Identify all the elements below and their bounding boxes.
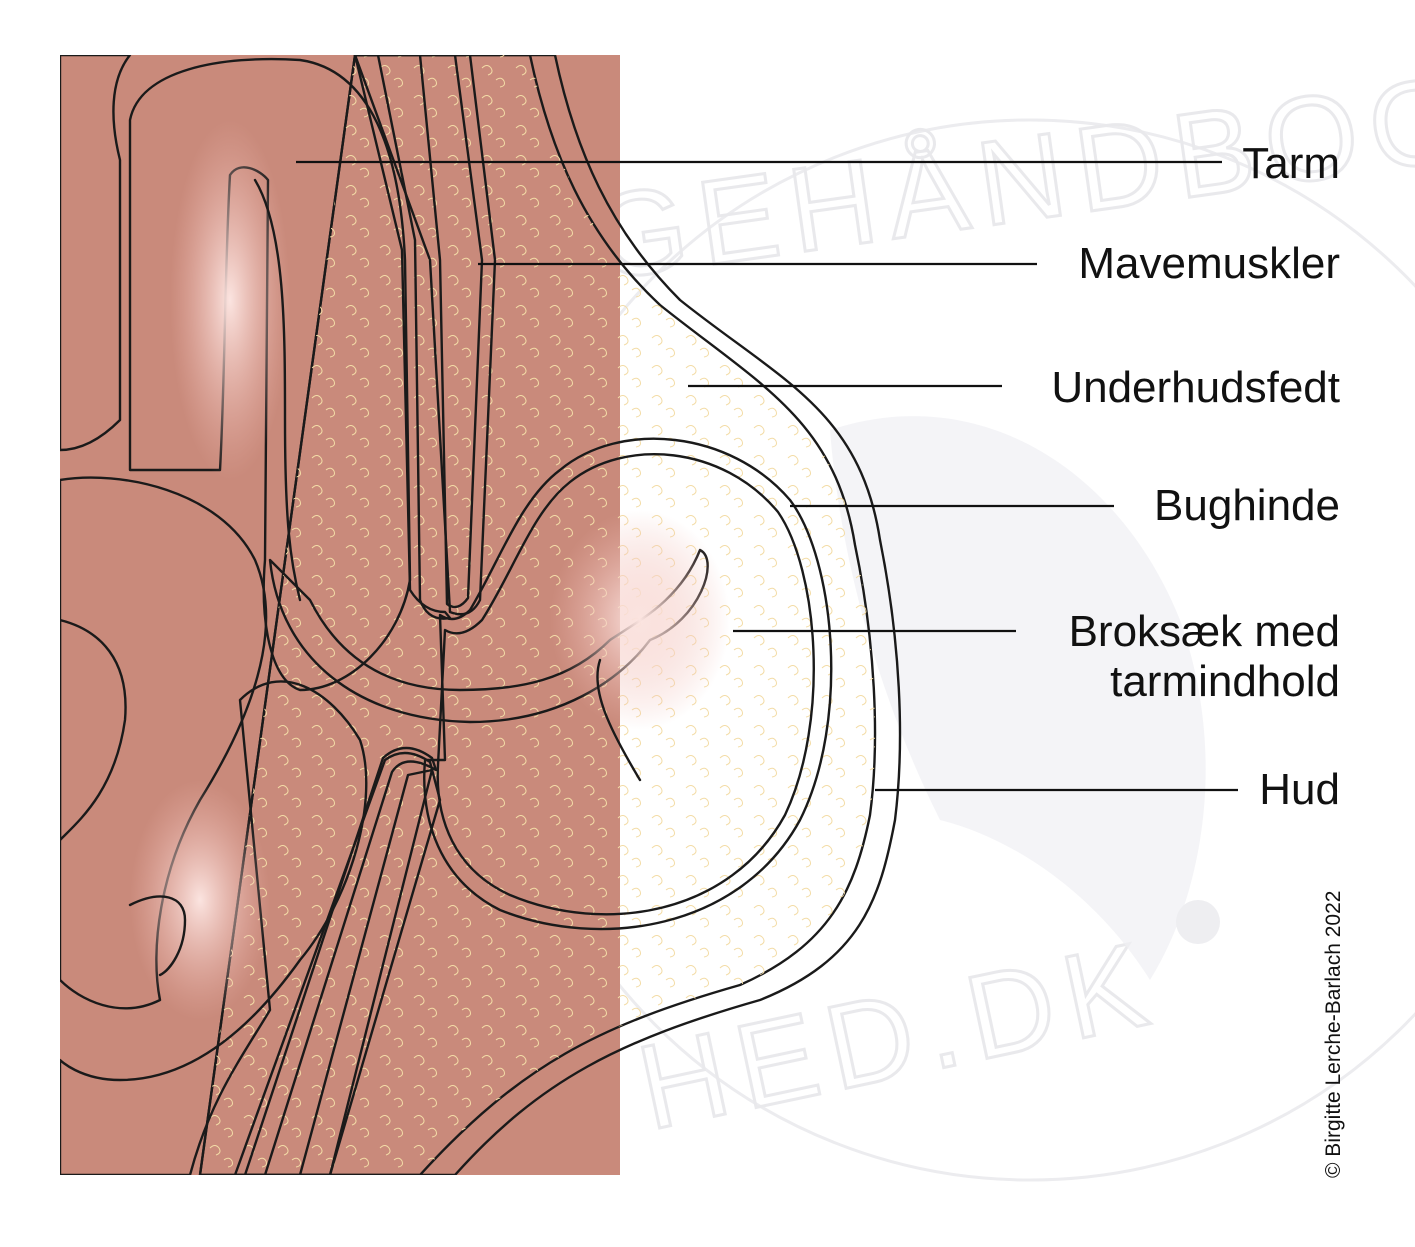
label-broksaek-line2: tarmindhold bbox=[1110, 657, 1340, 706]
intestine-upper-sheen bbox=[170, 120, 290, 480]
label-hud: Hud bbox=[1259, 765, 1340, 814]
label-broksaek-line1: Broksæk med bbox=[1069, 607, 1340, 656]
fascia-lower bbox=[233, 751, 442, 1175]
watermark-emblem bbox=[830, 416, 1206, 981]
leader-lines bbox=[296, 160, 1238, 792]
hernia-fold bbox=[596, 658, 642, 782]
intestine-left-middle bbox=[60, 476, 268, 1010]
hernia-sheen bbox=[550, 510, 730, 730]
peritoneum-lower bbox=[243, 746, 438, 1175]
label-underhudsfedt: Underhudsfedt bbox=[1051, 363, 1340, 412]
fat-texture bbox=[200, 55, 875, 1175]
hernia-sac bbox=[423, 437, 833, 931]
copyright-credit: © Birgitte Lerche-Barlach 2022 bbox=[1322, 891, 1345, 1178]
label-mavemuskler: Mavemuskler bbox=[1078, 239, 1340, 288]
label-bughinde: Bughinde bbox=[1154, 481, 1340, 530]
intestine-left-top bbox=[60, 55, 132, 452]
skin-layer bbox=[198, 55, 902, 1175]
intestine-lower-sheen bbox=[130, 780, 270, 1020]
intestine-left-small bbox=[60, 618, 127, 842]
labels: Tarm Mavemuskler Underhudsfedt Bughinde … bbox=[1051, 139, 1340, 814]
intestine-upper-fold bbox=[253, 178, 302, 602]
anatomy bbox=[60, 55, 902, 1175]
label-tarm: Tarm bbox=[1242, 139, 1340, 188]
hernia-content bbox=[436, 453, 815, 916]
intestine-lower bbox=[60, 680, 368, 1175]
muscle-upper bbox=[418, 55, 484, 609]
watermark-dot bbox=[1176, 900, 1220, 944]
intestine-lower-fold bbox=[128, 895, 187, 977]
